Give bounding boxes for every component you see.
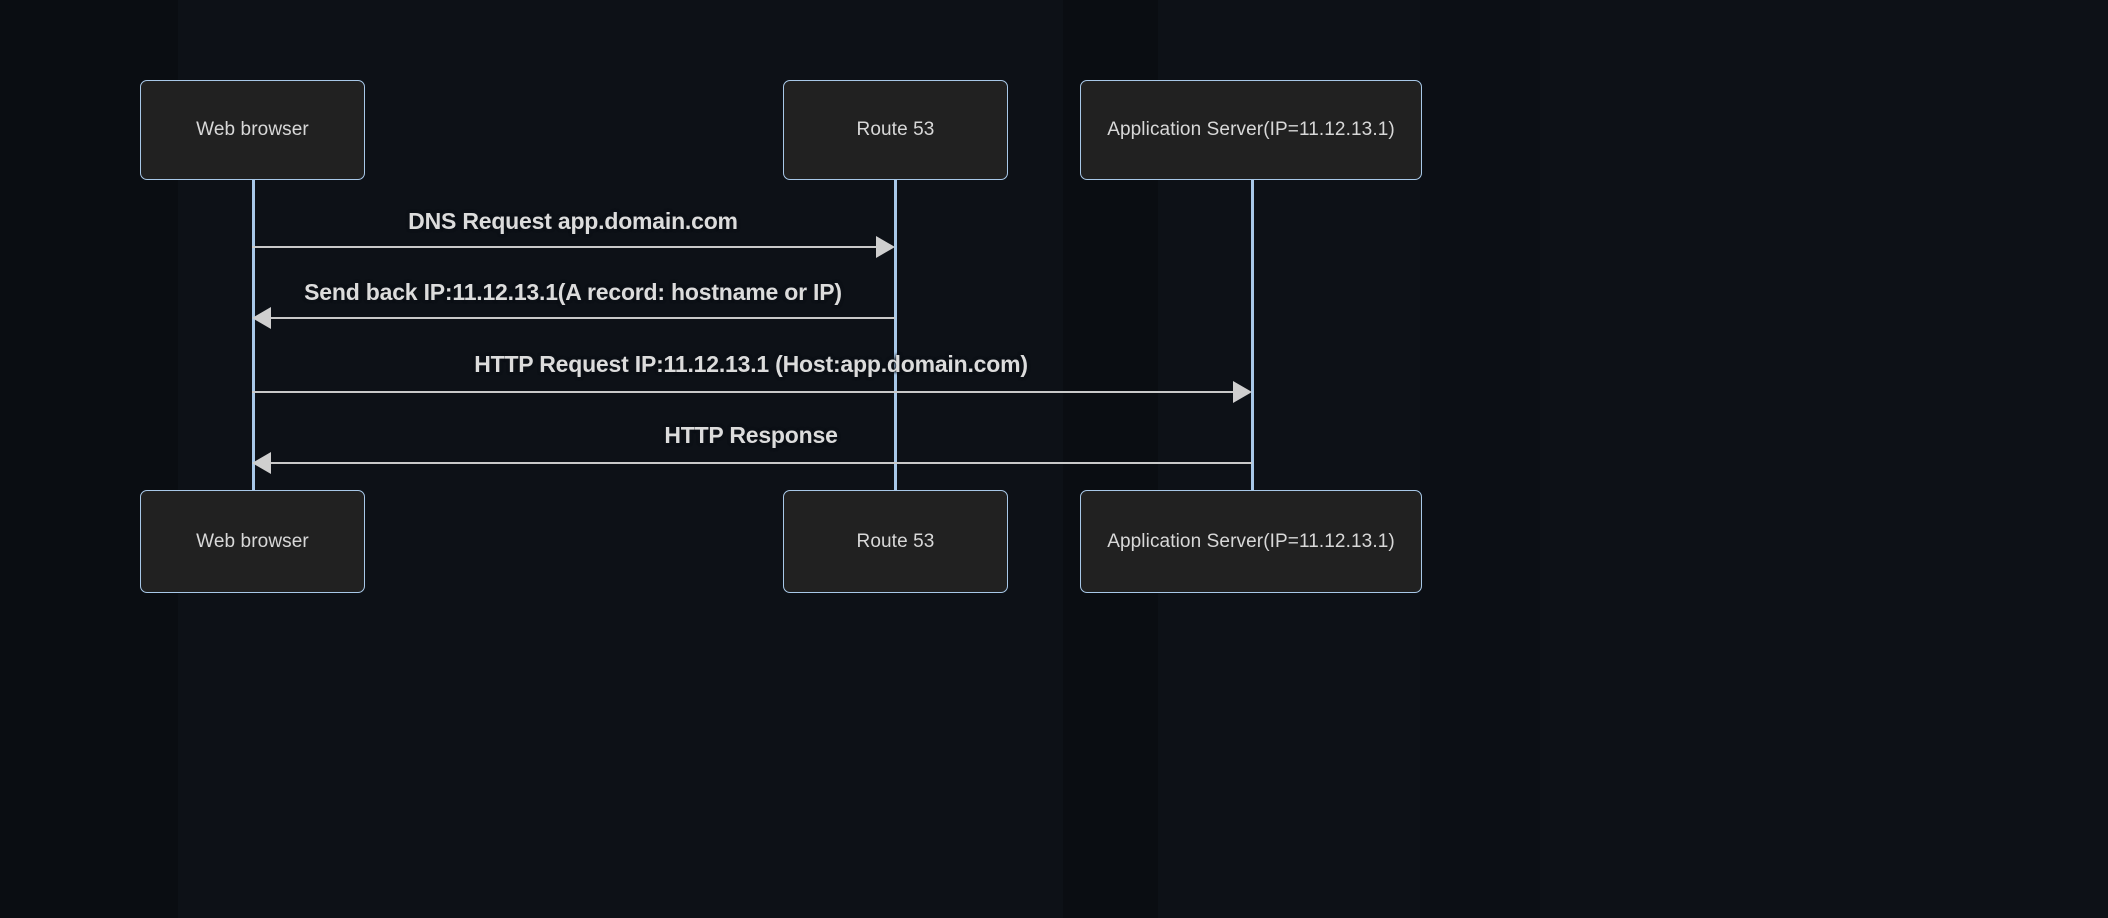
participant-route53-top[interactable]: Route 53	[783, 80, 1008, 180]
arrowhead-left-icon	[252, 307, 271, 329]
participant-label: Web browser	[196, 119, 309, 140]
participant-label: Application Server(IP=11.12.13.1)	[1107, 530, 1395, 552]
background-band-right	[1420, 0, 1540, 918]
participant-route53-bottom[interactable]: Route 53	[783, 490, 1008, 593]
participant-appserver-bottom[interactable]: Application Server(IP=11.12.13.1)	[1080, 490, 1422, 593]
arrowhead-right-icon	[876, 236, 895, 258]
lifeline-browser	[252, 180, 255, 492]
message-line-1	[252, 246, 876, 248]
lifeline-appserver	[1251, 180, 1254, 492]
lifeline-route53	[894, 180, 897, 492]
participant-label: Application Server(IP=11.12.13.1)	[1107, 119, 1395, 140]
participant-browser-top[interactable]: Web browser	[140, 80, 365, 180]
message-label-1: DNS Request app.domain.com	[408, 208, 738, 234]
participant-browser-bottom[interactable]: Web browser	[140, 490, 365, 593]
arrowhead-left-icon	[252, 452, 271, 474]
message-label-2: Send back IP:11.12.13.1(A record: hostna…	[304, 279, 842, 305]
arrowhead-right-icon	[1233, 381, 1252, 403]
message-label-3: HTTP Request IP:11.12.13.1 (Host:app.dom…	[474, 351, 1028, 377]
message-line-4	[271, 462, 1252, 464]
message-label-4: HTTP Response	[664, 422, 838, 448]
participant-label: Web browser	[196, 530, 309, 552]
participant-appserver-top[interactable]: Application Server(IP=11.12.13.1)	[1080, 80, 1422, 180]
message-line-2	[271, 317, 895, 319]
participant-label: Route 53	[856, 530, 935, 552]
message-line-3	[252, 391, 1233, 393]
participant-label: Route 53	[856, 119, 935, 140]
